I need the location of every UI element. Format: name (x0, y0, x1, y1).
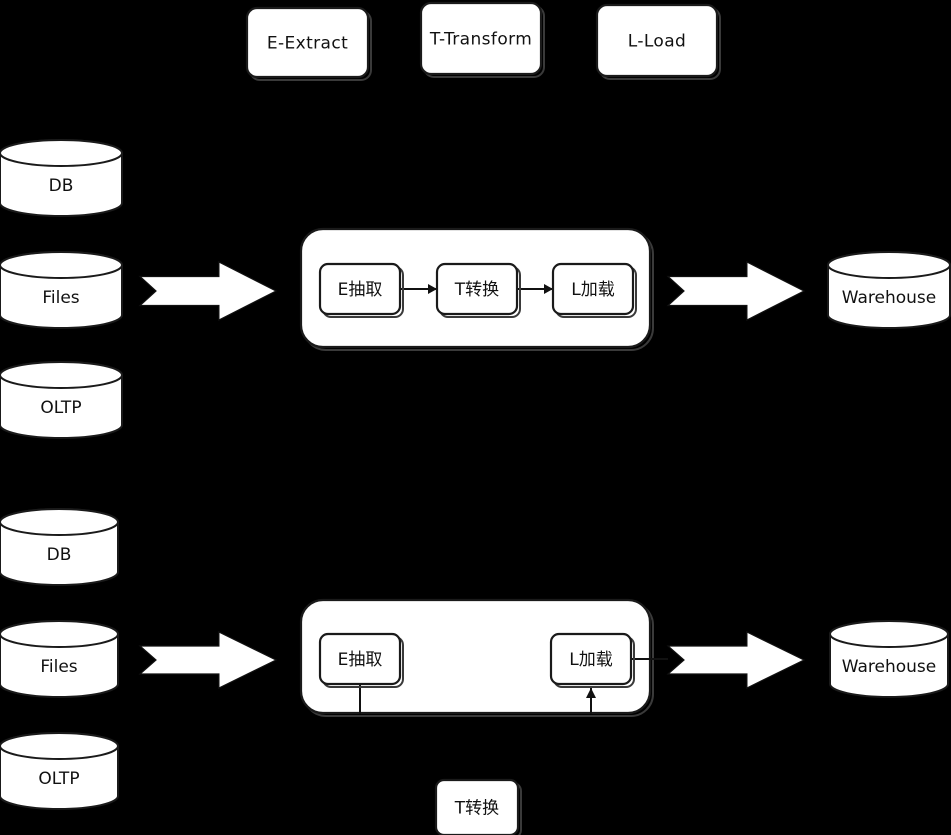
etl-source-files-label: Files (42, 288, 79, 308)
etl-step-connector-1-head (544, 284, 553, 294)
elt-source-files-top-cap (0, 620, 119, 648)
elt-step-0: E抽取 (318, 632, 404, 688)
legend-box-2-body (595, 3, 719, 78)
legend-box-2: L-Load (595, 3, 721, 80)
etl-step-2-body (551, 262, 635, 316)
etl-step-2-label: L加载 (571, 280, 614, 300)
elt-step-0-label: E抽取 (338, 650, 383, 670)
elt-transform-box-label: T转换 (454, 799, 499, 819)
elt-source-files: Files (0, 620, 119, 698)
elt-source-db: DB (0, 508, 119, 586)
elt-transform-box-body (434, 778, 520, 835)
etl-step-0-body (318, 262, 402, 316)
elt-source-oltp-top-cap (0, 732, 119, 760)
elt-source-oltp-label: OLTP (38, 769, 79, 789)
etl-step-connector-0 (400, 284, 437, 294)
etl-source-oltp: OLTP (0, 361, 123, 439)
elt-step-1: L加载 (549, 632, 635, 688)
etl-step-1: T转换 (435, 262, 521, 318)
etl-step-connector-1 (517, 284, 553, 294)
etl-step-1-label: T转换 (454, 280, 499, 300)
etl-source-files: Files (0, 251, 123, 329)
legend-box-0-label: E-Extract (267, 34, 348, 54)
elt-source-db-top-cap (0, 508, 119, 536)
etl-input-block-arrow (138, 261, 278, 321)
elt-input-block-arrow (138, 631, 278, 689)
legend-box-1: T-Transform (419, 1, 545, 78)
etl-step-2: L加载 (551, 262, 637, 318)
etl-source-db-label: DB (49, 176, 74, 196)
etl-step-0-label: E抽取 (338, 280, 383, 300)
legend-row: E-Extract T-Transform L-Load (245, 1, 721, 81)
elt-step-1-label: L加载 (569, 650, 612, 670)
elt-step-0-body (318, 632, 402, 686)
legend-box-0-body (245, 6, 370, 79)
legend-box-0: E-Extract (245, 6, 372, 81)
etl-source-oltp-label: OLTP (40, 398, 81, 418)
etl-source-db-top-cap (0, 139, 123, 167)
etl-output-block-arrow (666, 261, 806, 321)
etl-target-warehouse-top-cap (827, 251, 951, 279)
elt-input-block-arrow-body (138, 631, 278, 689)
elt-source-files-label: Files (40, 657, 77, 677)
elt-output-block-arrow-body (666, 631, 806, 689)
etl-target-warehouse-label: Warehouse (842, 288, 936, 308)
elt-source-db-label: DB (47, 545, 72, 565)
elt-transform-to-load-connector (586, 688, 596, 714)
etl-target-warehouse: Warehouse (827, 251, 951, 329)
etl-step-connector-0-head (428, 284, 437, 294)
legend-box-2-label: L-Load (628, 32, 687, 52)
elt-target-warehouse-top-cap (829, 620, 949, 648)
etl-step-1-body (435, 262, 519, 316)
elt-target-warehouse-label: Warehouse (842, 657, 936, 677)
elt-step-1-body (549, 632, 633, 686)
elt-target-warehouse: Warehouse (829, 620, 949, 698)
etl-step-0: E抽取 (318, 262, 404, 318)
etl-source-db: DB (0, 139, 123, 217)
elt-output-block-arrow (666, 631, 806, 689)
elt-transform-to-load-connector-head (586, 688, 596, 698)
etl-source-files-top-cap (0, 251, 123, 279)
etl-output-block-arrow-body (666, 261, 806, 321)
legend-box-1-body (419, 1, 543, 76)
elt-transform-box: T转换 (434, 778, 522, 835)
legend-box-1-label: T-Transform (429, 30, 532, 50)
elt-source-oltp: OLTP (0, 732, 119, 810)
etl-input-block-arrow-body (138, 261, 278, 321)
etl-source-oltp-top-cap (0, 361, 123, 389)
